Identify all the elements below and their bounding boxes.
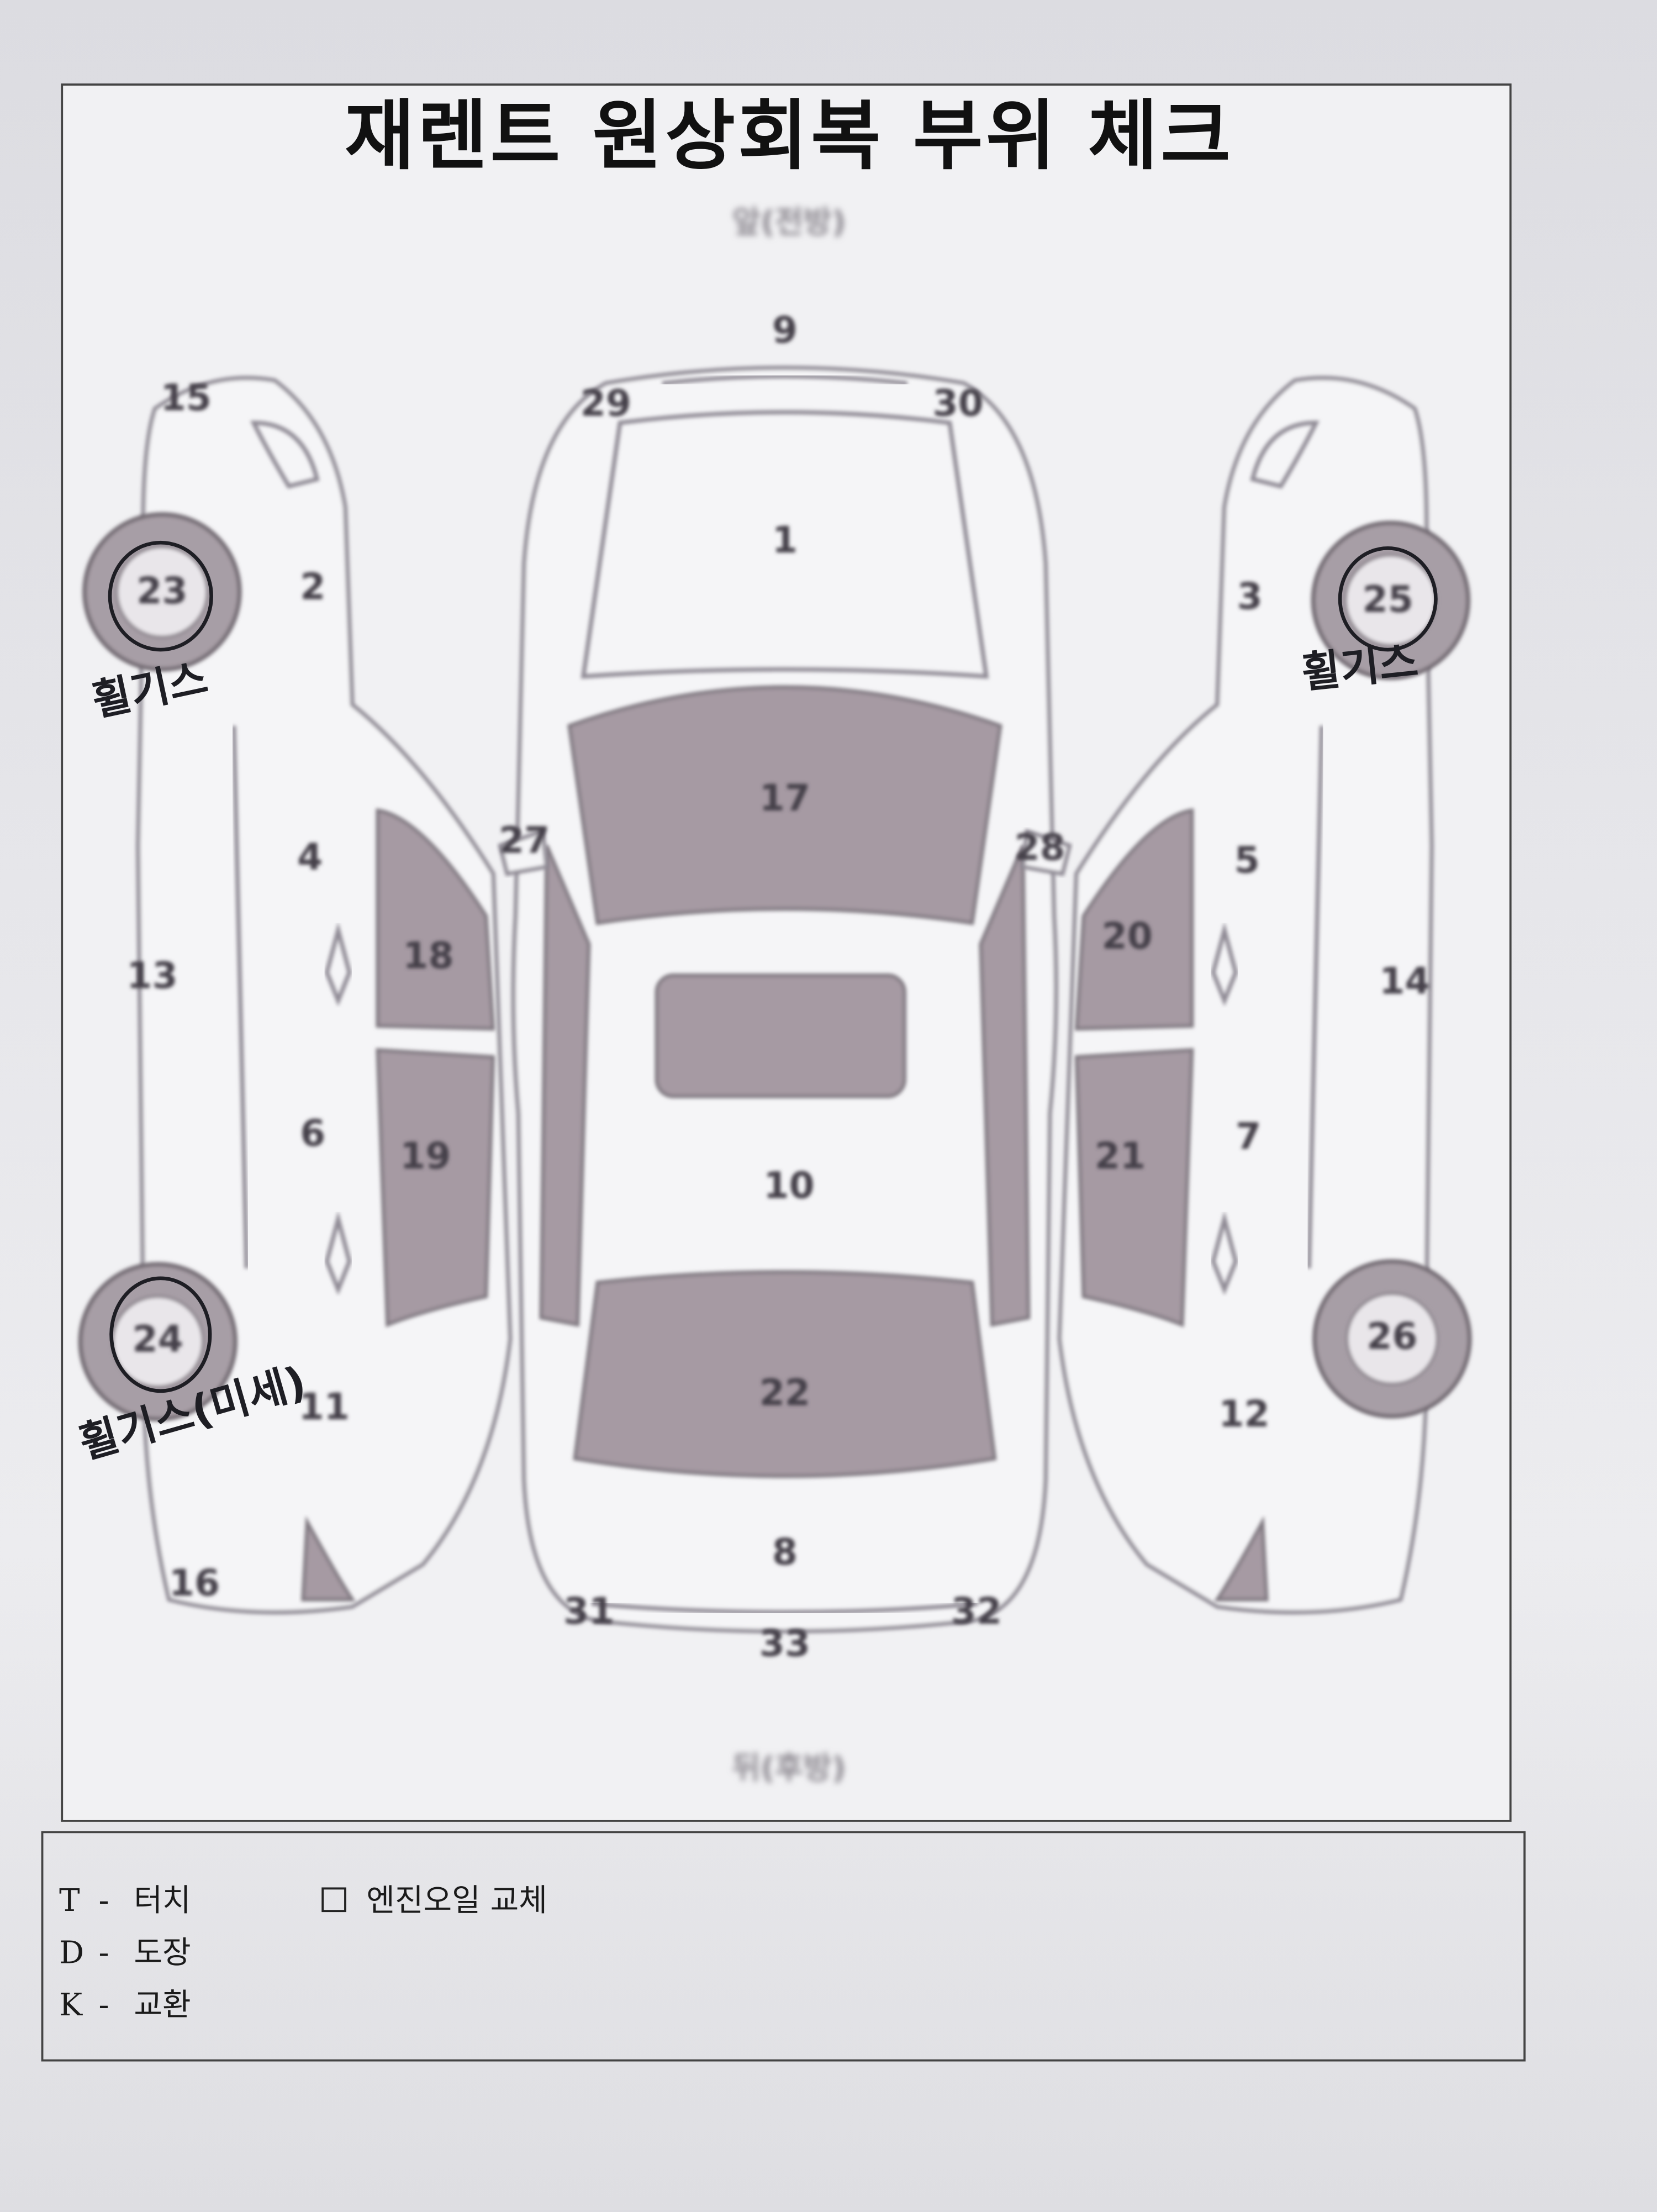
part-3[interactable]: 3 xyxy=(1237,575,1263,618)
left-front-window xyxy=(376,808,495,1031)
sunroof-panel xyxy=(655,973,906,1098)
part-13[interactable]: 13 xyxy=(126,954,177,997)
part-28[interactable]: 28 xyxy=(1015,825,1065,868)
legend-item-touch: T - 터치 xyxy=(59,1883,191,1919)
part-22[interactable]: 22 xyxy=(759,1371,810,1414)
part-2[interactable]: 2 xyxy=(300,565,325,608)
part-25[interactable]: 25 xyxy=(1363,577,1413,620)
rear-label: 뒤(후방) xyxy=(732,1750,846,1786)
svg-text:교환: 교환 xyxy=(134,1987,191,2023)
page-title: 재렌트 원상회복 부위 체크 xyxy=(345,92,1233,180)
car-top-view xyxy=(498,365,1072,1634)
part-numbers: 9 29 30 1 15 2 23 3 25 17 27 28 4 5 13 1… xyxy=(126,308,1430,1665)
part-1[interactable]: 1 xyxy=(772,518,798,561)
part-5[interactable]: 5 xyxy=(1234,838,1260,881)
part-10[interactable]: 10 xyxy=(763,1164,814,1207)
part-12[interactable]: 12 xyxy=(1218,1392,1269,1435)
svg-text:터치: 터치 xyxy=(134,1883,191,1919)
legend-item-paint: D - 도장 xyxy=(59,1935,191,1971)
svg-text:D: D xyxy=(59,1935,84,1971)
part-21[interactable]: 21 xyxy=(1095,1134,1146,1177)
left-rear-window xyxy=(376,1048,495,1328)
part-8[interactable]: 8 xyxy=(772,1530,798,1573)
svg-text:-: - xyxy=(99,1935,109,1971)
circle-mark-25 xyxy=(1338,546,1438,652)
windshield-panel xyxy=(567,685,1002,925)
part-18[interactable]: 18 xyxy=(403,934,453,977)
part-23[interactable]: 23 xyxy=(136,569,187,612)
part-24[interactable]: 24 xyxy=(133,1318,183,1361)
part-14[interactable]: 14 xyxy=(1379,960,1430,1003)
part-20[interactable]: 20 xyxy=(1102,914,1153,957)
svg-text:도장: 도장 xyxy=(134,1935,191,1971)
part-16[interactable]: 16 xyxy=(169,1561,220,1604)
svg-text:-: - xyxy=(99,1987,109,2023)
circle-mark-23 xyxy=(108,540,213,652)
svg-text:K: K xyxy=(59,1987,83,2023)
part-30[interactable]: 30 xyxy=(933,382,984,425)
part-32[interactable]: 32 xyxy=(951,1589,1002,1632)
part-26[interactable]: 26 xyxy=(1366,1315,1417,1358)
part-7[interactable]: 7 xyxy=(1236,1114,1261,1157)
note-wheel-scratch-25: 휠기스 xyxy=(1299,637,1420,698)
part-6[interactable]: 6 xyxy=(300,1112,325,1155)
part-11[interactable]: 11 xyxy=(299,1385,350,1428)
part-19[interactable]: 19 xyxy=(400,1134,451,1177)
circle-mark-24 xyxy=(109,1276,212,1393)
engine-oil-checkbox[interactable] xyxy=(321,1887,346,1913)
part-29[interactable]: 29 xyxy=(581,382,631,425)
front-label: 앞(전방) xyxy=(732,204,846,240)
legend: T - 터치 D - 도장 K - 교환 엔진오일 교체 xyxy=(59,1883,547,2023)
legend-frame xyxy=(41,1831,1526,2062)
engine-oil-label: 엔진오일 교체 xyxy=(366,1883,547,1919)
legend-item-replace: K - 교환 xyxy=(59,1987,191,2023)
rear-window-panel xyxy=(573,1270,997,1478)
part-17[interactable]: 17 xyxy=(759,776,810,819)
part-33[interactable]: 33 xyxy=(759,1622,810,1665)
part-9[interactable]: 9 xyxy=(772,308,798,351)
part-27[interactable]: 27 xyxy=(499,819,550,862)
car-right-side-view xyxy=(1057,376,1472,1615)
car-left-side-view xyxy=(78,376,513,1615)
svg-text:T: T xyxy=(59,1883,80,1919)
svg-text:-: - xyxy=(99,1883,109,1919)
part-4[interactable]: 4 xyxy=(297,835,323,878)
part-15[interactable]: 15 xyxy=(161,376,212,419)
part-31[interactable]: 31 xyxy=(563,1589,614,1632)
